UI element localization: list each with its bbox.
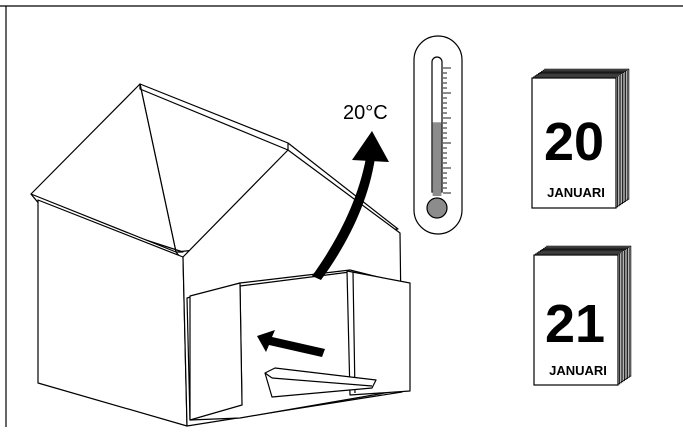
calendar-1-front: [531, 77, 617, 209]
calendar-2-month: JANUARI: [549, 363, 607, 378]
thermometer-bulb: [426, 197, 448, 219]
garage-door-right: [346, 270, 411, 396]
calendar-2: 21 JANUARI: [533, 245, 632, 386]
frame: [0, 5, 683, 427]
roof-ridge: [139, 84, 289, 151]
garage-house: [30, 83, 411, 427]
calendar-1-day: 20: [544, 112, 604, 172]
ramp-board: [264, 367, 377, 398]
calendar-1-month: JANUARI: [547, 185, 605, 200]
heat-arrow: [312, 131, 389, 280]
garage-door-right-edge: [352, 271, 356, 394]
thermometer-icon: [413, 35, 463, 235]
garage-inner-edge: [239, 271, 351, 287]
thermometer-mercury: [432, 122, 442, 196]
calendar-1: 20 JANUARI: [531, 68, 630, 209]
ramp-board-edge: [264, 372, 273, 379]
ramp-board-top: [271, 377, 373, 387]
temperature-label: 20°C: [343, 102, 388, 124]
garage-door-left: [189, 282, 243, 421]
calendar-2-day: 21: [545, 294, 605, 354]
calendar-2-front: [533, 254, 619, 386]
inward-arrow: [257, 330, 325, 357]
thermometer-ticks: [443, 67, 451, 194]
